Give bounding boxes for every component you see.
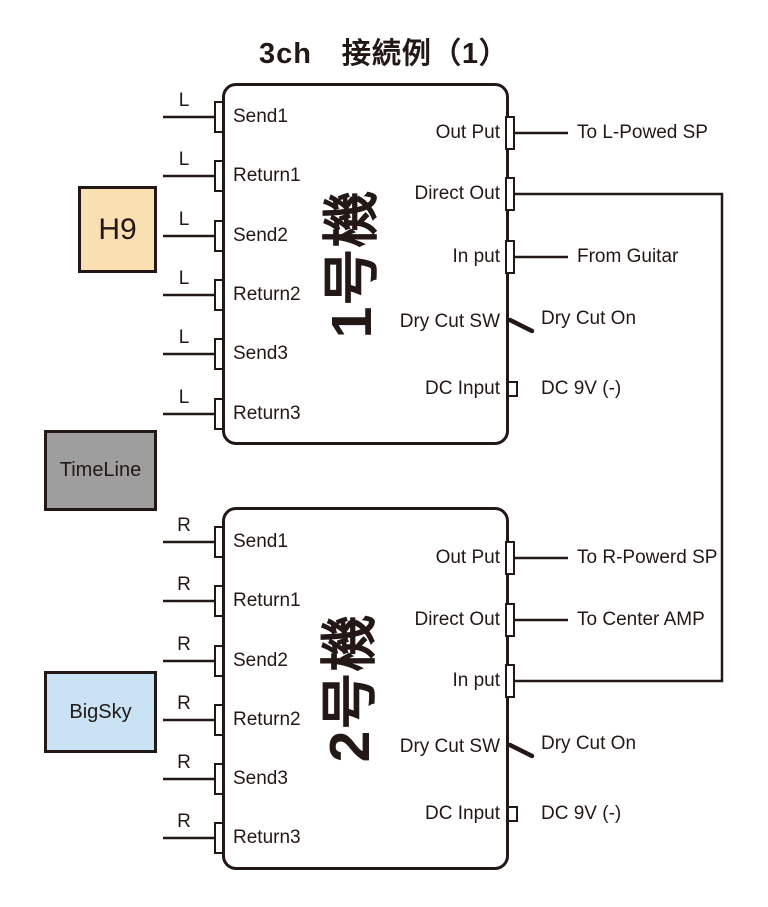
unit1-box	[222, 83, 509, 445]
unit1-send3-jack	[214, 338, 224, 370]
unit1-drycut-annotation: Dry Cut On	[541, 308, 637, 329]
unit1-dc-input-jack	[507, 381, 518, 397]
unit1-input-jack	[505, 240, 515, 274]
unit2-channel-marker: R	[177, 515, 191, 536]
unit2-send3-jack	[214, 763, 224, 795]
unit1-input-label: In put	[452, 246, 500, 267]
unit1-output-annotation: To L-Powed SP	[577, 122, 708, 143]
unit1-directout-jack	[505, 177, 515, 211]
unit1-channel-marker: L	[178, 387, 190, 408]
pedal-h9-label: H9	[98, 212, 137, 246]
unit2-box	[222, 507, 509, 870]
unit2-channel-marker: R	[177, 634, 191, 655]
unit2-output-label: Out Put	[435, 547, 500, 568]
unit2-dcinput-label: DC Input	[425, 803, 500, 824]
unit2-channel-marker: R	[177, 752, 191, 773]
pedal-h9: H9	[78, 186, 157, 273]
unit2-input-label: In put	[452, 670, 500, 691]
unit1-send3-label: Send3	[233, 343, 288, 364]
unit1-output-label: Out Put	[435, 122, 500, 143]
unit2-directout-jack	[505, 603, 515, 637]
unit2-dry-cut-switch-lever	[507, 742, 535, 759]
unit2-send1-jack	[214, 526, 224, 558]
pedal-timeline: TimeLine	[44, 430, 157, 511]
unit1-send2-jack	[214, 220, 224, 252]
unit2-return2-label: Return2	[233, 709, 301, 730]
unit2-send2-label: Send2	[233, 650, 288, 671]
unit1-return2-label: Return2	[233, 284, 301, 305]
unit2-return2-jack	[214, 704, 224, 736]
unit1-return3-label: Return3	[233, 403, 301, 424]
unit2-channel-marker: R	[177, 811, 191, 832]
diagram-title: 3ch 接続例（1）	[258, 38, 510, 70]
unit1-output-jack	[505, 116, 515, 150]
unit1-directout-label: Direct Out	[414, 183, 500, 204]
unit2-return1-label: Return1	[233, 590, 301, 611]
unit2-drycut-annotation: Dry Cut On	[541, 733, 637, 754]
pedal-bigsky: BigSky	[44, 671, 157, 753]
unit1-channel-marker: L	[178, 209, 190, 230]
wire-unit1-directout-to-unit2-input	[514, 192, 724, 683]
unit2-dc-input-jack	[507, 806, 518, 822]
pedal-bigsky-label: BigSky	[69, 700, 132, 723]
unit2-output-annotation: To R-Powerd SP	[577, 547, 718, 568]
unit2-send2-jack	[214, 645, 224, 677]
unit2-drycut-label: Dry Cut SW	[399, 736, 500, 757]
unit1-channel-marker: L	[178, 90, 190, 111]
unit1-dcinput-label: DC Input	[425, 378, 500, 399]
unit1-return2-jack	[214, 279, 224, 311]
unit1-return1-jack	[214, 160, 224, 192]
unit2-channel-marker: R	[177, 693, 191, 714]
unit2-send3-label: Send3	[233, 768, 288, 789]
unit2-return3-label: Return3	[233, 827, 301, 848]
unit1-return1-label: Return1	[233, 165, 301, 186]
unit2-directout-label: Direct Out	[414, 609, 500, 630]
unit1-dry-cut-switch-lever	[507, 317, 535, 334]
unit1-input-annotation: From Guitar	[577, 246, 679, 267]
unit1-channel-marker: L	[178, 268, 190, 289]
unit2-send1-label: Send1	[233, 531, 288, 552]
unit2-return1-jack	[214, 585, 224, 617]
unit2-dc-annotation: DC 9V (-)	[541, 803, 622, 824]
unit1-return3-jack	[214, 398, 224, 430]
unit2-directout-annotation: To Center AMP	[577, 609, 705, 630]
unit2-channel-marker: R	[177, 574, 191, 595]
unit2-output-jack	[505, 541, 515, 575]
unit1-dc-annotation: DC 9V (-)	[541, 378, 622, 399]
unit1-channel-marker: L	[178, 327, 190, 348]
unit2-input-jack	[505, 664, 515, 698]
unit1-send1-jack	[214, 101, 224, 133]
pedal-timeline-label: TimeLine	[59, 459, 142, 481]
unit2-return3-jack	[214, 822, 224, 854]
unit1-channel-marker: L	[178, 149, 190, 170]
unit1-send1-label: Send1	[233, 106, 288, 127]
unit1-drycut-label: Dry Cut SW	[399, 311, 500, 332]
unit1-send2-label: Send2	[233, 225, 288, 246]
